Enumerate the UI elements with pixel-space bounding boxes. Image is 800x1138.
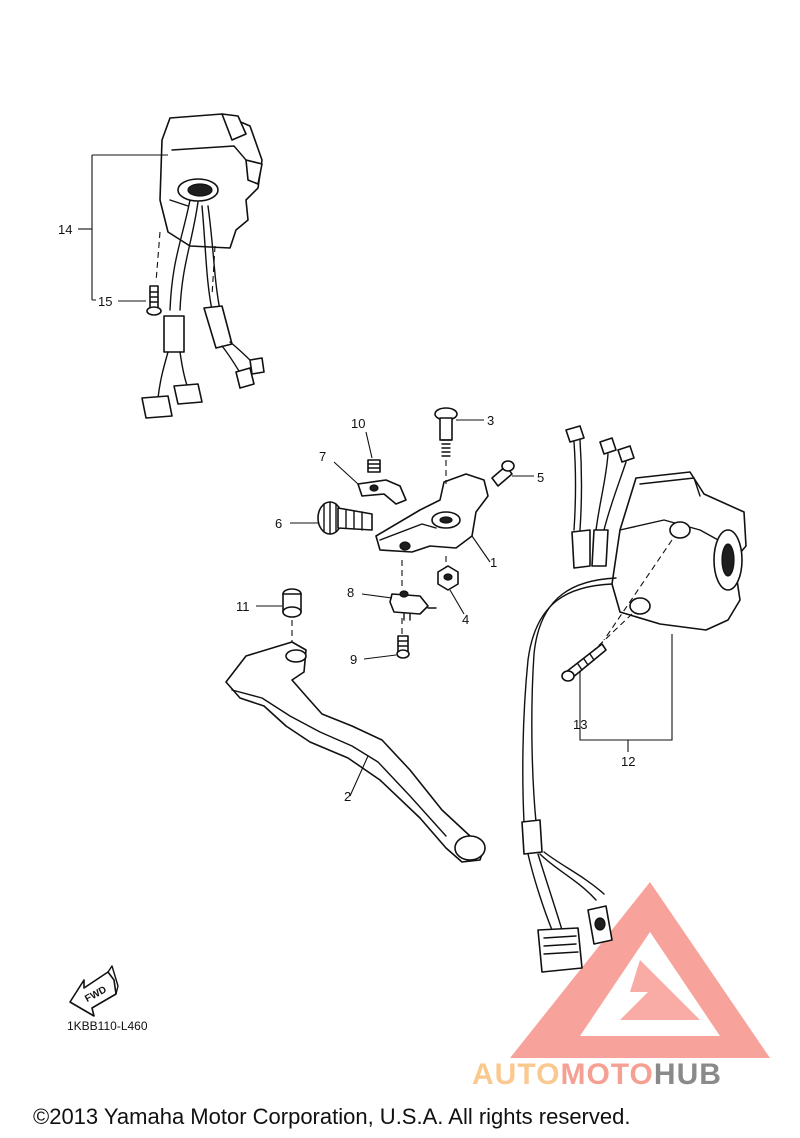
watermark-brand: AUTOMOTOHUB — [472, 1058, 722, 1091]
callout-5: 5 — [537, 470, 544, 485]
copyright-notice: ©2013 Yamaha Motor Corporation, U.S.A. A… — [33, 1104, 630, 1129]
callout-8: 8 — [347, 585, 354, 600]
fwd-arrow-icon: FWD — [69, 965, 119, 1017]
leader-lines — [78, 154, 673, 797]
callout-1: 1 — [490, 555, 497, 570]
callout-12: 12 — [621, 754, 635, 769]
right-handlebar-switch-assembly — [521, 425, 747, 973]
callout-9: 9 — [350, 652, 357, 667]
diagram-code: 1KBB110-L460 — [67, 1019, 148, 1033]
callout-4: 4 — [462, 612, 469, 627]
callout-11: 11 — [236, 599, 250, 614]
watermark-hub: HUB — [654, 1058, 722, 1091]
callout-7: 7 — [319, 449, 326, 464]
callout-6: 6 — [275, 516, 282, 531]
callout-10: 10 — [351, 416, 365, 431]
left-handlebar-switch-assembly — [141, 113, 265, 419]
watermark-auto: AUTO — [472, 1058, 560, 1091]
callout-3: 3 — [487, 413, 494, 428]
callout-14: 14 — [58, 222, 72, 237]
callout-13: 13 — [573, 717, 587, 732]
lever-holder-assembly — [225, 407, 515, 863]
callout-15: 15 — [98, 294, 112, 309]
callout-labels: 14 15 10 3 7 5 6 1 8 11 4 9 13 12 2 — [58, 222, 635, 804]
watermark-moto: MOTO — [560, 1058, 653, 1091]
callout-2: 2 — [344, 789, 351, 804]
automotohub-logo-icon — [510, 882, 770, 1058]
